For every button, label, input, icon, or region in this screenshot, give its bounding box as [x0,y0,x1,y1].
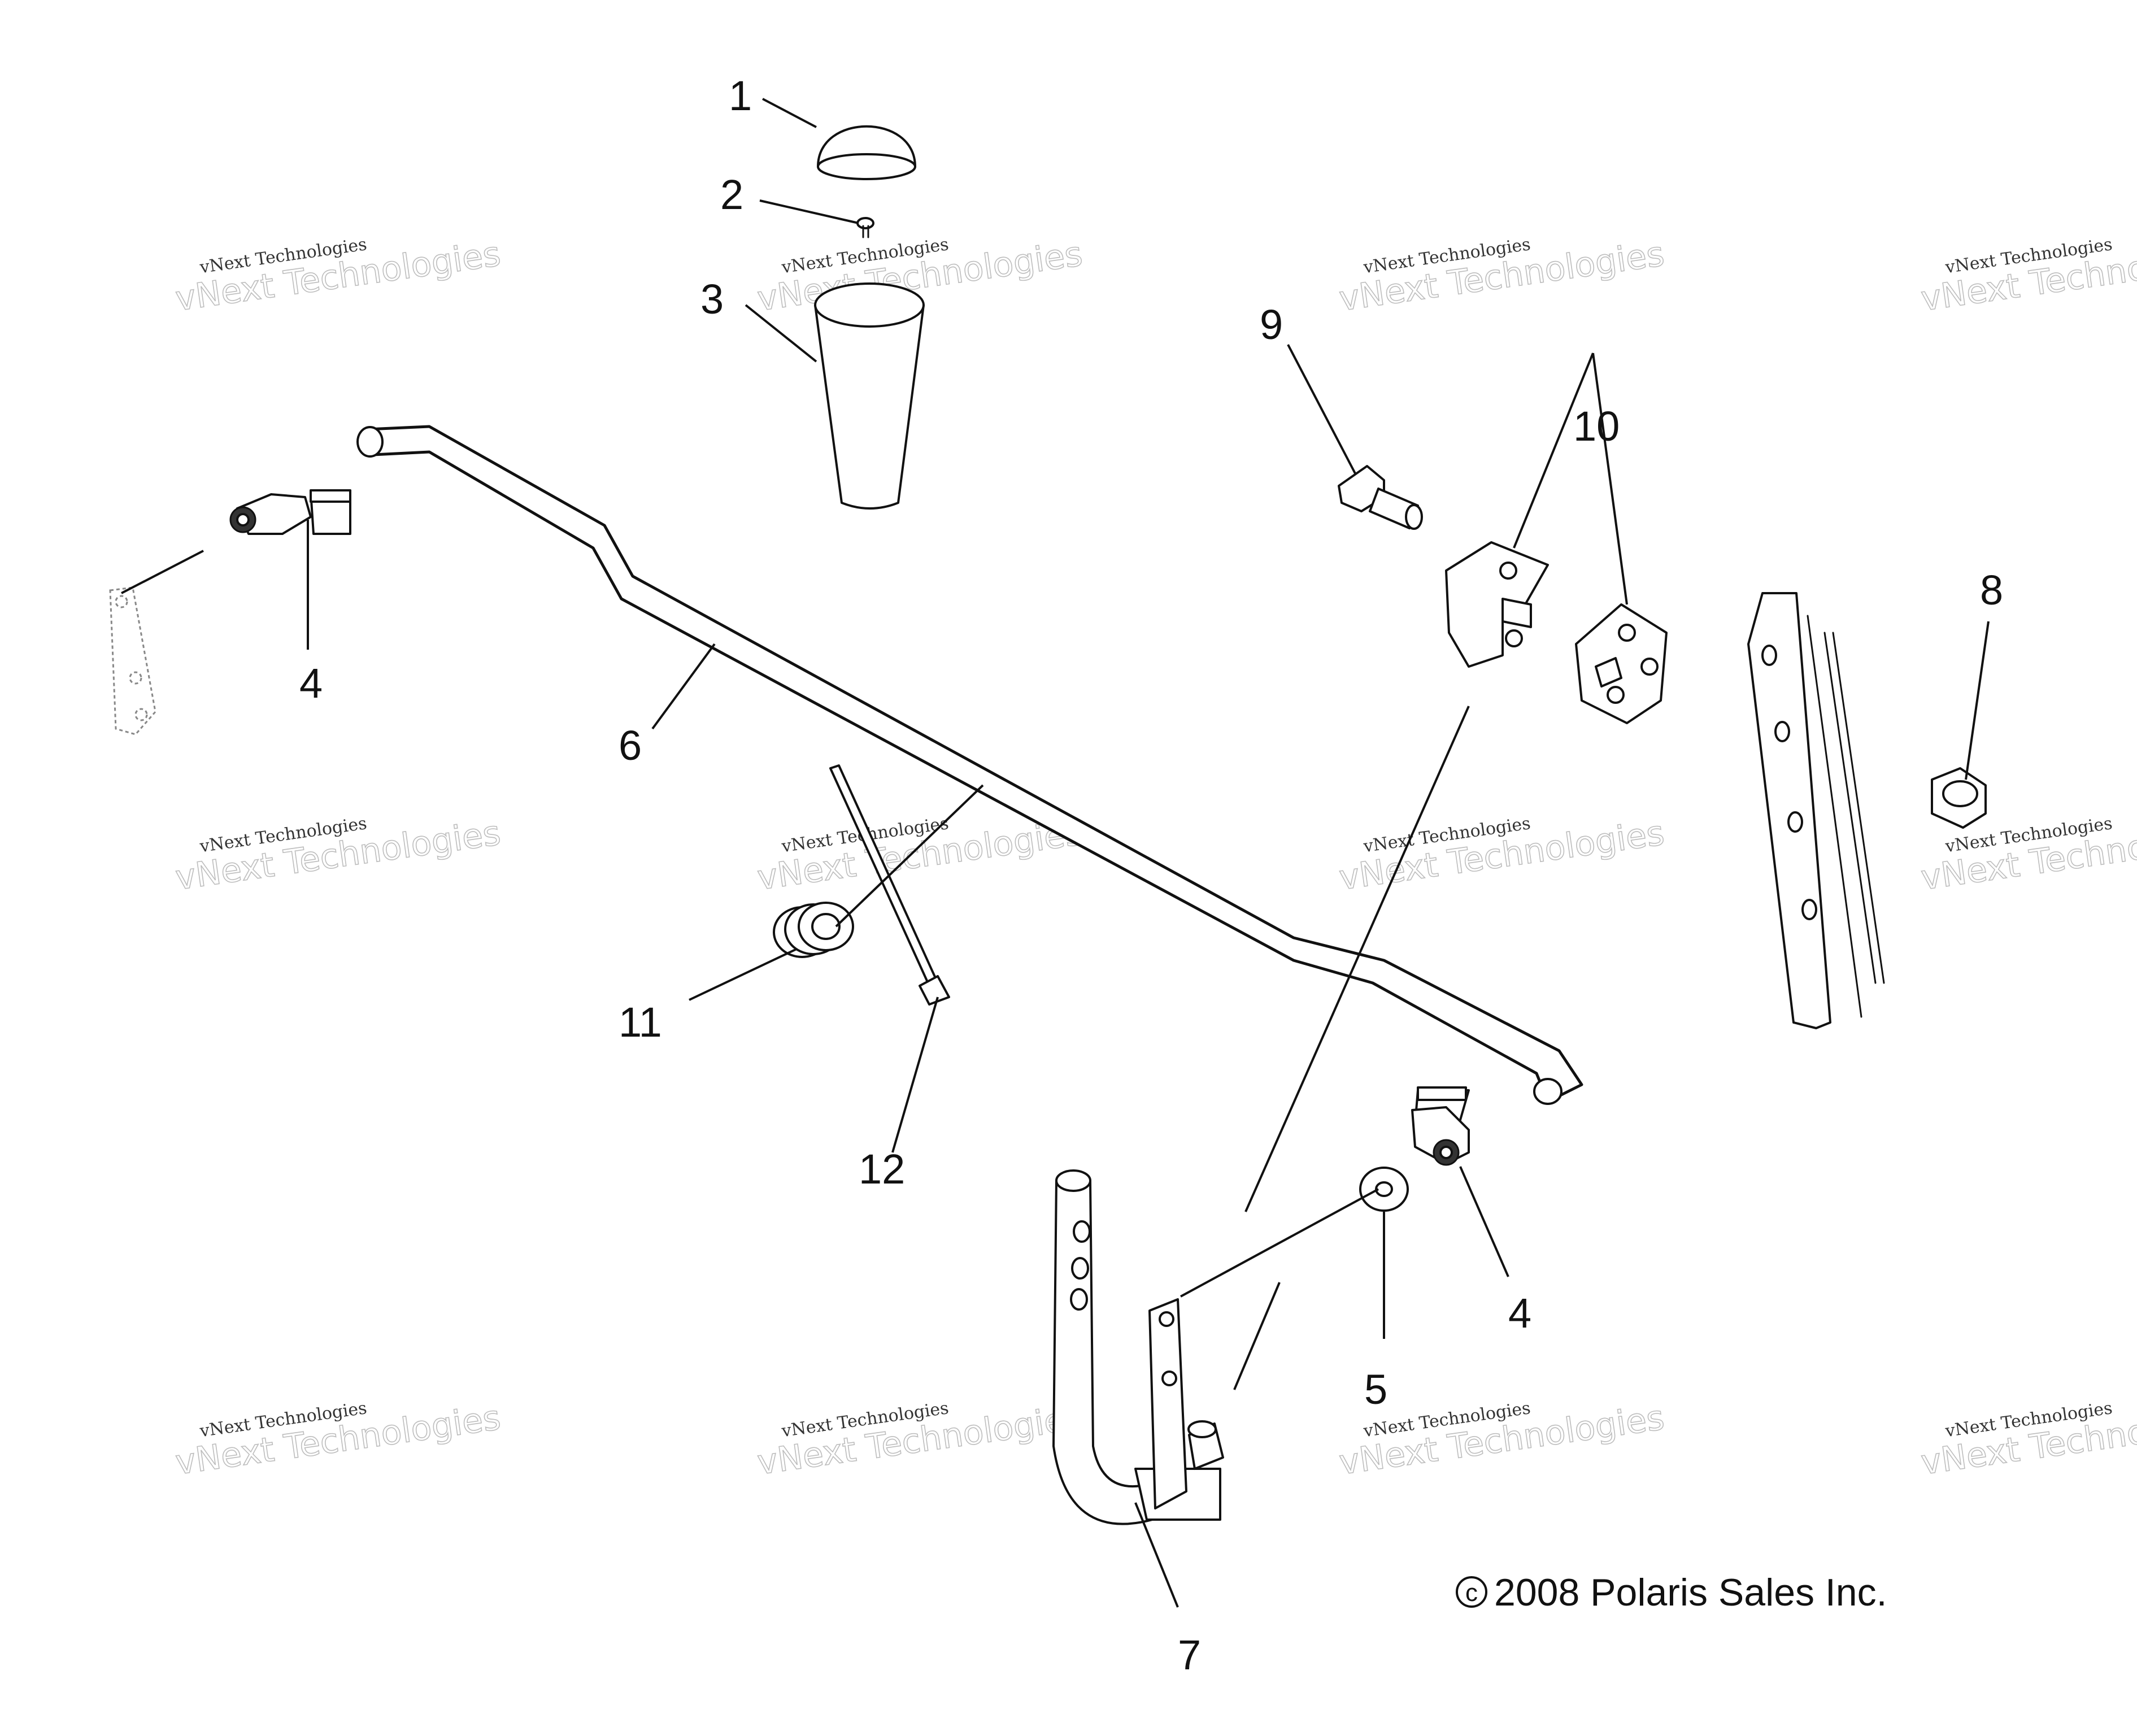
part-8-nut [1931,767,1987,829]
part-10-bushing-a [1445,541,1549,668]
part-2-screw [856,217,874,238]
watermark: vNext Technologies vNext Technologies [1918,1398,2137,1483]
copyright-icon [1456,1576,1487,1608]
part-9-bolt [1338,465,1423,530]
callout-1: 1 [729,72,752,119]
callout-5: 5 [1364,1366,1387,1413]
callout-3: 3 [700,276,724,323]
part-4-bracket-left [229,489,351,535]
copyright-symbol: c [1465,1579,1478,1607]
callout-11: 11 [619,999,662,1046]
copyright-notice: c 2008 Polaris Sales Inc. [1456,1571,1887,1614]
callout-4-right: 4 [1508,1290,1531,1337]
callout-12: 12 [859,1146,905,1193]
callout-7: 7 [1178,1631,1201,1678]
part-1-knob-cap [817,125,916,180]
callout-2: 2 [720,171,743,218]
leader-lines [121,98,1990,1608]
watermark: vNext Technologies vNext Technologies [1918,234,2137,320]
watermark: vNext Technologies vNext Technologies [1337,813,1667,899]
watermark: vNext Technologies vNext Technologies [1337,234,1667,320]
callouts: 1 2 3 4 6 9 10 8 11 12 4 5 7 [299,72,2003,1678]
watermark-grid: vNext Technologies vNext Technologies vN… [173,234,2137,1483]
watermark: vNext Technologies vNext Technologies [173,813,503,899]
callout-8: 8 [1980,567,2003,614]
ghost-link-arm [109,586,156,736]
part-4-bracket-right [1411,1086,1470,1166]
mounting-plate [1747,592,1885,1029]
part-11-grommet [773,902,854,958]
callout-6: 6 [619,722,642,769]
watermark: vNext Technologies vNext Technologies [173,1398,503,1483]
watermark: vNext Technologies vNext Technologies [173,234,503,320]
part-6-shift-rod [356,425,1583,1105]
part-5-washer [1359,1167,1409,1212]
watermark: vNext Technologies vNext Technologies [755,1398,1085,1483]
copyright-text: 2008 Polaris Sales Inc. [1494,1571,1887,1614]
part-10-bushing-b [1575,603,1668,724]
callout-10: 10 [1573,403,1620,450]
part-12-pin [829,764,950,1006]
part-3-shift-knob [814,282,925,510]
part-7-shift-lever [1052,1169,1224,1525]
callout-9: 9 [1260,301,1283,348]
callout-4-left: 4 [299,660,323,707]
